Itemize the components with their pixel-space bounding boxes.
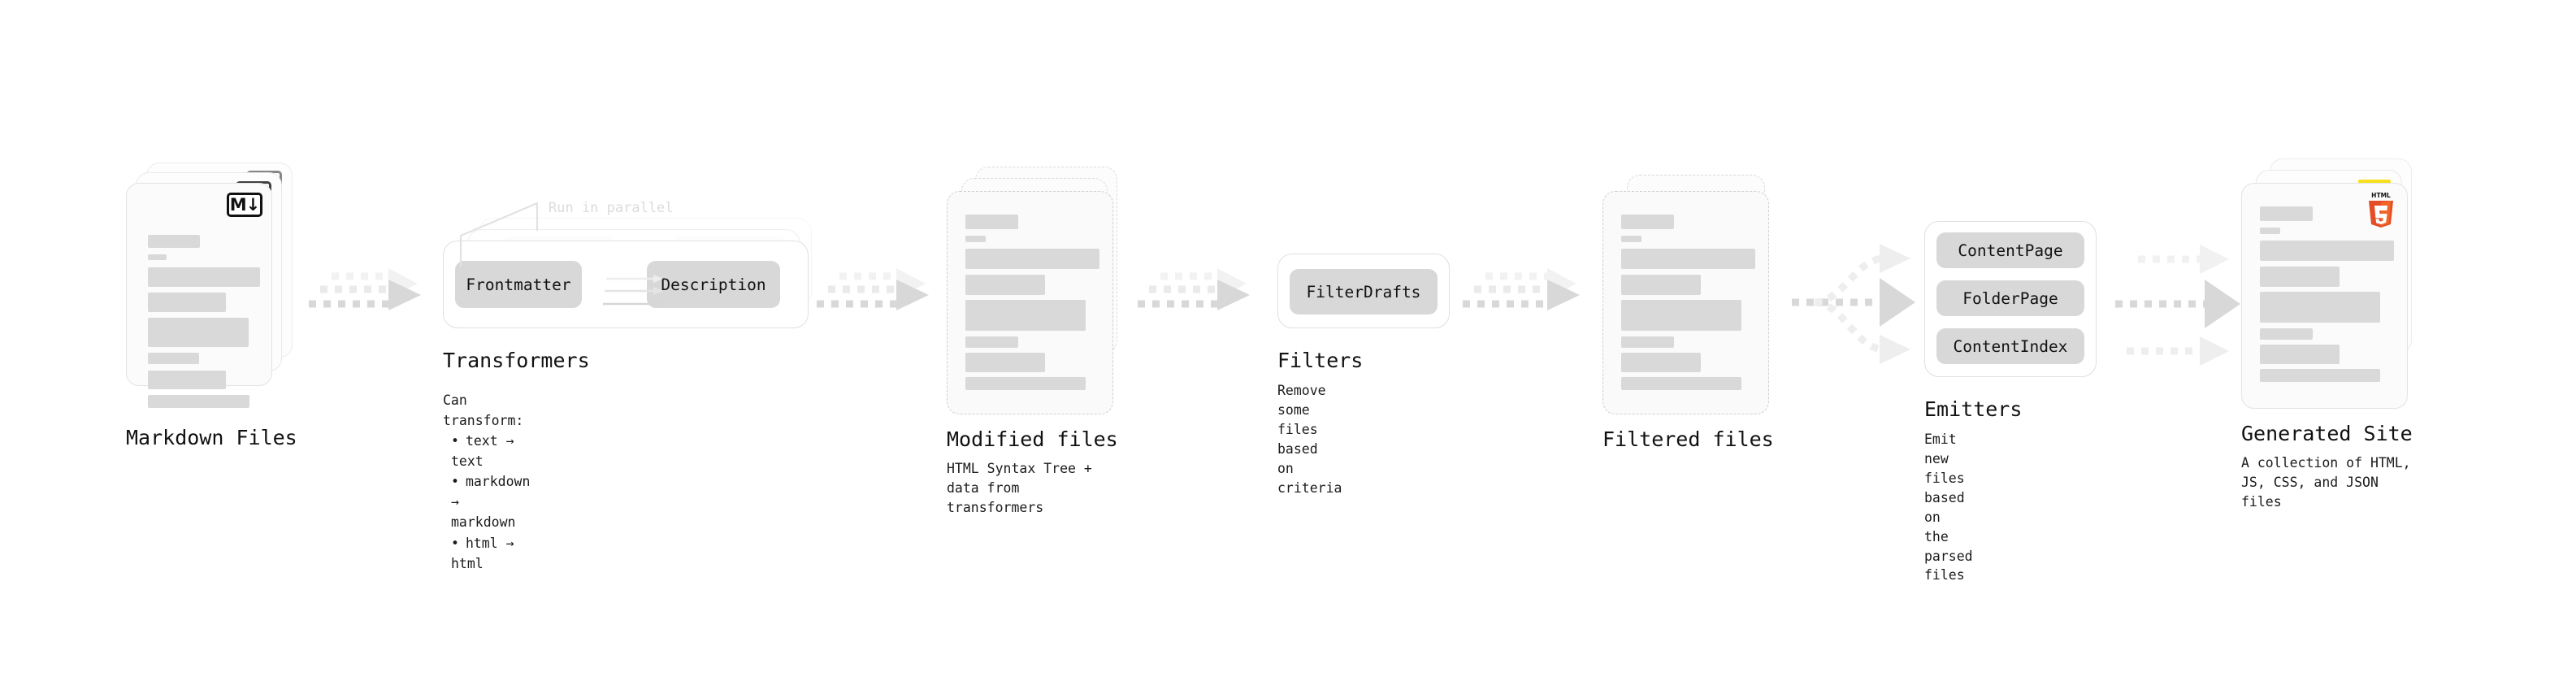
- stage-subtitle: A collection of HTML, JS, CSS, and JSON …: [2241, 455, 2411, 510]
- skeleton-line: [2260, 369, 2380, 382]
- modified-file-stack: [947, 167, 1121, 427]
- skeleton-line: [148, 318, 249, 347]
- skeleton-line: [1621, 336, 1674, 348]
- skeleton-line: [1621, 275, 1701, 295]
- document-card-front: [1602, 191, 1769, 414]
- stage-title: Emitters: [1924, 397, 2023, 421]
- arrow-filtered-to-emitters: [1792, 244, 1915, 364]
- document-card-front: M↓: [126, 183, 272, 408]
- capabilities-list: text → text markdown → markdown html → h…: [443, 431, 530, 574]
- skeleton-line: [2260, 267, 2340, 287]
- skeleton-line: [2260, 328, 2313, 340]
- emitter-pill-folderpage[interactable]: FolderPage: [1936, 280, 2084, 316]
- stage-modified-files: Modified files HTML Syntax Tree + data f…: [947, 167, 1121, 515]
- stage-generated-site: CSS HTML: [2241, 158, 2420, 510]
- run-in-parallel-bracket: [459, 202, 539, 267]
- transformer-chain-arrows: [603, 275, 663, 308]
- skeleton-line: [148, 293, 226, 312]
- stage-title: Markdown Files: [126, 426, 297, 449]
- markdown-badge: M↓: [227, 193, 262, 217]
- run-in-parallel-label: Run in parallel: [549, 200, 674, 216]
- skeleton-line: [148, 267, 260, 287]
- generated-site-stack: CSS HTML: [2241, 158, 2420, 427]
- skeleton-line: [965, 215, 1018, 229]
- stage-markdown-files: M↓ M↓ M↓ Markdown Files: [126, 163, 301, 449]
- arrow-modified-to-filters: [1138, 268, 1250, 310]
- markdown-file-stack: M↓ M↓ M↓: [126, 163, 301, 431]
- filter-pill-filterdrafts[interactable]: FilterDrafts: [1290, 269, 1438, 314]
- skeleton-line: [1621, 215, 1674, 229]
- stage-title: Modified files: [947, 427, 1118, 451]
- skeleton-line: [965, 300, 1086, 331]
- skeleton-line: [965, 336, 1018, 348]
- skeleton-line: [1621, 377, 1741, 390]
- skeleton-line: [148, 353, 199, 364]
- skeleton-line: [1621, 353, 1701, 372]
- skeleton-line: [965, 249, 1099, 269]
- skeleton-line: [1621, 300, 1741, 331]
- skeleton-line: [148, 235, 200, 248]
- stage-filtered-files: Filtered files: [1602, 167, 1777, 450]
- stage-subtitle: Remove some files based on criteria: [1277, 383, 1342, 496]
- skeleton-line: [2260, 228, 2280, 234]
- arrow-emitters-to-site: [2115, 245, 2240, 366]
- document-card-front: HTML: [2241, 183, 2408, 409]
- stage-subtitle: HTML Syntax Tree + data from transformer…: [947, 461, 1092, 515]
- arrow-filters-to-filtered: [1463, 268, 1580, 310]
- capability-item: markdown → markdown: [451, 471, 530, 532]
- capability-item: text → text: [451, 431, 530, 471]
- emitter-pill-contentpage[interactable]: ContentPage: [1936, 232, 2084, 268]
- document-card-front: [947, 191, 1113, 414]
- skeleton-line: [2260, 241, 2394, 261]
- transformer-pill-frontmatter[interactable]: Frontmatter: [455, 261, 582, 308]
- filters-box[interactable]: FilterDrafts: [1277, 254, 1450, 328]
- emitters-box[interactable]: ContentPage FolderPage ContentIndex: [1924, 221, 2097, 377]
- capabilities-lead: Can transform:: [443, 393, 524, 429]
- capability-item: html → html: [451, 533, 530, 574]
- skeleton-line: [148, 395, 249, 408]
- skeleton-line: [2260, 345, 2340, 364]
- svg-text:HTML: HTML: [2371, 192, 2391, 199]
- skeleton-line: [965, 236, 986, 242]
- arrow-markdown-to-transformers: [309, 268, 421, 310]
- emitter-pill-contentindex[interactable]: ContentIndex: [1936, 328, 2084, 364]
- filtered-file-stack: [1602, 167, 1777, 427]
- skeleton-line: [148, 254, 167, 260]
- stage-subtitle: Emit new files based on the parsed files: [1924, 432, 1973, 583]
- transformers-box[interactable]: Frontmatter Description: [443, 241, 809, 328]
- skeleton-line: [2260, 292, 2380, 323]
- stage-title: Transformers: [443, 349, 590, 372]
- arrow-transformers-to-modified: [817, 268, 929, 310]
- html5-badge: HTML: [2369, 192, 2393, 228]
- skeleton-line: [148, 371, 226, 389]
- stage-title: Filtered files: [1602, 427, 1774, 451]
- skeleton-line: [1621, 249, 1755, 269]
- skeleton-line: [1621, 236, 1641, 242]
- skeleton-line: [965, 377, 1086, 390]
- skeleton-line: [965, 353, 1045, 372]
- transformer-pill-description[interactable]: Description: [647, 261, 780, 308]
- skeleton-line: [2260, 206, 2313, 221]
- skeleton-line: [965, 275, 1045, 295]
- stage-title: Filters: [1277, 349, 1364, 372]
- stage-title: Generated Site: [2241, 422, 2413, 445]
- transformers-capabilities: Can transform: text → text markdown → ma…: [443, 390, 530, 574]
